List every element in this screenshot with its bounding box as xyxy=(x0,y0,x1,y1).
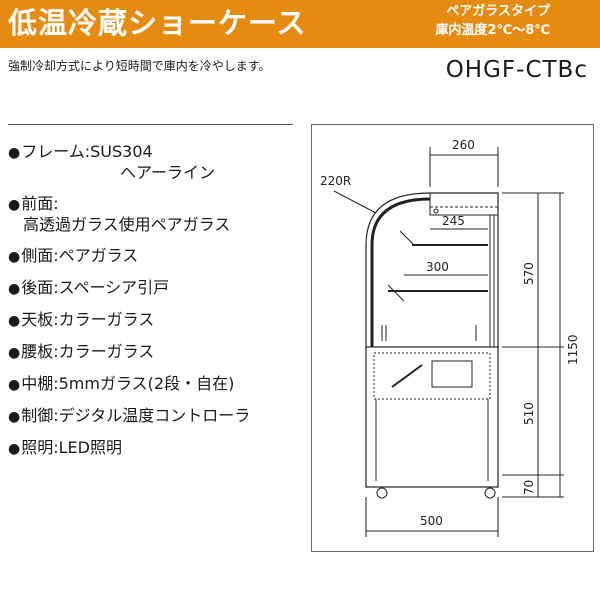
spec-value: ペアガラス xyxy=(58,246,139,265)
spec-separator: : xyxy=(53,438,59,457)
shelf-leader xyxy=(387,284,405,302)
spec-side: ●側面:ペアガラス xyxy=(8,246,298,267)
dim-label-base-width: 500 xyxy=(420,514,443,528)
top-unit xyxy=(429,192,499,216)
spec-shelves: ●中棚:5mmガラス(2段・自在) xyxy=(8,374,298,395)
spec-separator: : xyxy=(53,342,59,361)
header-banner: 低温冷蔵ショーケース ペアガラスタイプ 庫内温度2℃〜8℃ xyxy=(0,0,600,48)
refrigeration-unit xyxy=(373,352,491,400)
model-number: OHGF-CTBc xyxy=(445,57,588,83)
spec-value-continued: ヘアーライン xyxy=(120,163,216,182)
bullet-icon: ● xyxy=(8,197,21,213)
drawing-svg: 260 220R 245 300 570 1150 510 70 500 xyxy=(320,138,580,537)
bullet-icon: ● xyxy=(8,345,21,361)
spec-value: SUS304 xyxy=(90,142,153,161)
spec-top-panel: ●天板:カラーガラス xyxy=(8,310,298,331)
shelf-leader xyxy=(399,230,415,246)
spec-separator: : xyxy=(53,246,59,265)
light-icon xyxy=(433,208,439,214)
radius-leader xyxy=(333,190,377,214)
spec-value: スペーシア引戸 xyxy=(58,278,170,297)
bullet-icon: ● xyxy=(8,145,21,161)
spec-rear: ●後面:スペーシア引戸 xyxy=(8,278,298,299)
page-title: 低温冷蔵ショーケース xyxy=(8,6,307,40)
spec-separator: : xyxy=(53,310,59,329)
spec-label: 腰板 xyxy=(21,342,54,361)
spec-value: カラーガラス xyxy=(58,310,155,329)
subtitle-temperature: 庫内温度2℃〜8℃ xyxy=(435,23,550,38)
spec-frame: ●フレーム:SUS304 ヘアーライン xyxy=(8,142,298,183)
bullet-icon: ● xyxy=(8,313,21,329)
spec-front: ●前面: 高透過ガラス使用ペアガラス xyxy=(8,194,298,235)
compressor xyxy=(431,360,473,388)
dim-label-upper-height: 570 xyxy=(522,262,536,285)
spec-label: 制御 xyxy=(21,406,54,425)
caster-wheel-icon xyxy=(376,487,388,499)
bullet-icon: ● xyxy=(8,409,21,425)
dim-label-cabinet-height: 510 xyxy=(522,402,536,425)
section-divider xyxy=(8,124,293,125)
spec-lighting: ●照明:LED照明 xyxy=(8,438,298,459)
spec-separator: : xyxy=(84,142,91,161)
bullet-icon: ● xyxy=(8,377,21,393)
dim-label-radius: 220R xyxy=(320,174,351,188)
bullet-icon: ● xyxy=(8,281,21,297)
dim-label-upper-shelf: 245 xyxy=(442,214,465,228)
spec-separator: : xyxy=(53,374,59,393)
spec-value: LED照明 xyxy=(58,438,122,457)
side-view-drawing: 260 220R 245 300 570 1150 510 70 500 xyxy=(311,124,594,552)
spec-label: 照明 xyxy=(21,438,54,457)
dim-label-caster-height: 70 xyxy=(522,480,536,495)
dim-label-lower-shelf: 300 xyxy=(426,260,449,274)
bullet-icon: ● xyxy=(8,249,21,265)
spec-separator: : xyxy=(53,406,59,425)
spec-label: 天板 xyxy=(21,310,54,329)
curved-front-glass xyxy=(370,197,431,347)
dim-label-total-height: 1150 xyxy=(566,334,580,365)
spec-separator: : xyxy=(53,278,59,297)
spec-value: カラーガラス xyxy=(58,342,155,361)
spec-list: ●フレーム:SUS304 ヘアーライン ●前面: 高透過ガラス使用ペアガラス ●… xyxy=(8,142,298,470)
spec-label: 前面 xyxy=(21,194,54,213)
spec-label: 中棚 xyxy=(21,374,54,393)
dim-label-top-width: 260 xyxy=(452,138,475,152)
spec-value-continued: 高透過ガラス使用ペアガラス xyxy=(23,215,231,234)
spec-kick-panel: ●腰板:カラーガラス xyxy=(8,342,298,363)
spec-value: 5mmガラス(2段・自在) xyxy=(58,374,235,393)
spec-separator: : xyxy=(53,194,59,213)
caster-wheel-icon xyxy=(484,487,496,499)
evaporator xyxy=(391,364,423,388)
spec-value: デジタル温度コントローラ xyxy=(58,406,251,425)
spec-control: ●制御:デジタル温度コントローラ xyxy=(8,406,298,427)
lower-cabinet xyxy=(365,346,499,488)
spec-label: 側面 xyxy=(21,246,54,265)
subtitle-glass-type: ペアガラスタイプ xyxy=(446,4,550,19)
product-description: 強制冷却方式により短時間で庫内を冷やします。 xyxy=(8,59,271,73)
spec-label: 後面 xyxy=(21,278,54,297)
bullet-icon: ● xyxy=(8,441,21,457)
spec-label: フレーム xyxy=(21,142,85,161)
